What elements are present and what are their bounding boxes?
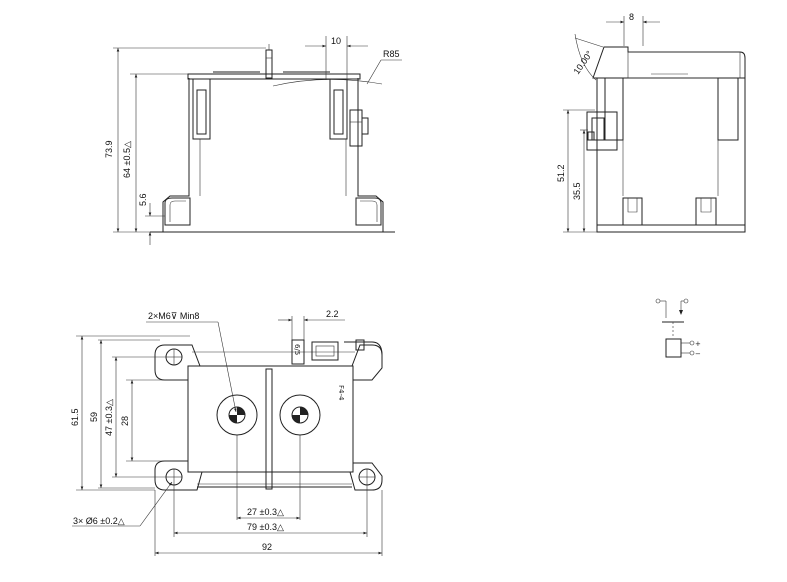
top-view: F4-4 — [72, 316, 383, 556]
dim-top-width: 8 — [629, 12, 634, 22]
minus-label: − — [695, 350, 701, 358]
dim-radius: R85 — [383, 49, 400, 59]
dim-total-height: 73.9 — [104, 140, 114, 158]
dim-27: 27 ±0.3△ — [247, 507, 284, 517]
terminal-label: 6/5 — [293, 344, 301, 355]
dim-body-height: 64 ±0.5△ — [122, 141, 132, 178]
dim-height-a: 51.2 — [556, 164, 566, 182]
dim-pin: 2.2 — [326, 309, 339, 319]
svg-text:F4-4: F4-4 — [337, 385, 345, 401]
thread-note: 2×M6⊽ Min8 — [148, 311, 199, 321]
dim-28: 28 — [120, 416, 130, 426]
side-view — [563, 16, 746, 233]
dim-foot: 5.6 — [138, 193, 148, 206]
front-view — [113, 36, 402, 245]
dim-92: 92 — [262, 542, 272, 552]
dim-47: 47 ±0.3△ — [104, 399, 114, 436]
hole-note: 3× Ø6 ±0.2△ — [73, 516, 125, 526]
plus-label: + — [695, 340, 701, 348]
dim-angle: 10.00° — [571, 49, 594, 76]
dim-79: 79 ±0.3△ — [247, 522, 284, 532]
relay-schematic-symbol — [655, 298, 695, 358]
dim-height-b: 35.5 — [572, 182, 582, 200]
dim-61-5: 61.5 — [70, 408, 80, 426]
dim-59: 59 — [89, 412, 99, 422]
dim-tab-width: 10 — [331, 36, 341, 46]
